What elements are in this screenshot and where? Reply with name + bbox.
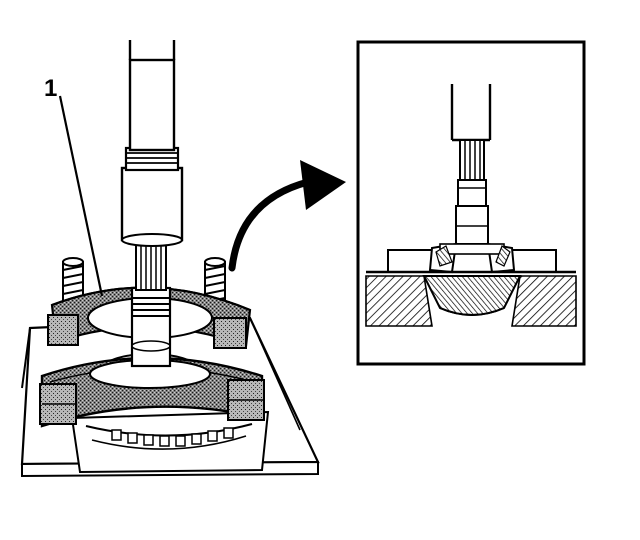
inset-press-base [365,270,577,327]
pinion-shaft [130,235,172,368]
press-ram [128,40,176,152]
press-adapter-sleeve [120,146,184,247]
press-assembly-illustration: 1 [20,40,320,478]
inset-shaft [455,139,489,245]
callout-number-1: 1 [44,75,57,102]
lower-housing [70,410,270,474]
inset-bearing [428,242,516,274]
lower-separator-plate [39,356,265,428]
detail-inset [356,40,586,366]
callout-1: 1 [44,75,104,297]
detail-arrow [228,160,346,272]
